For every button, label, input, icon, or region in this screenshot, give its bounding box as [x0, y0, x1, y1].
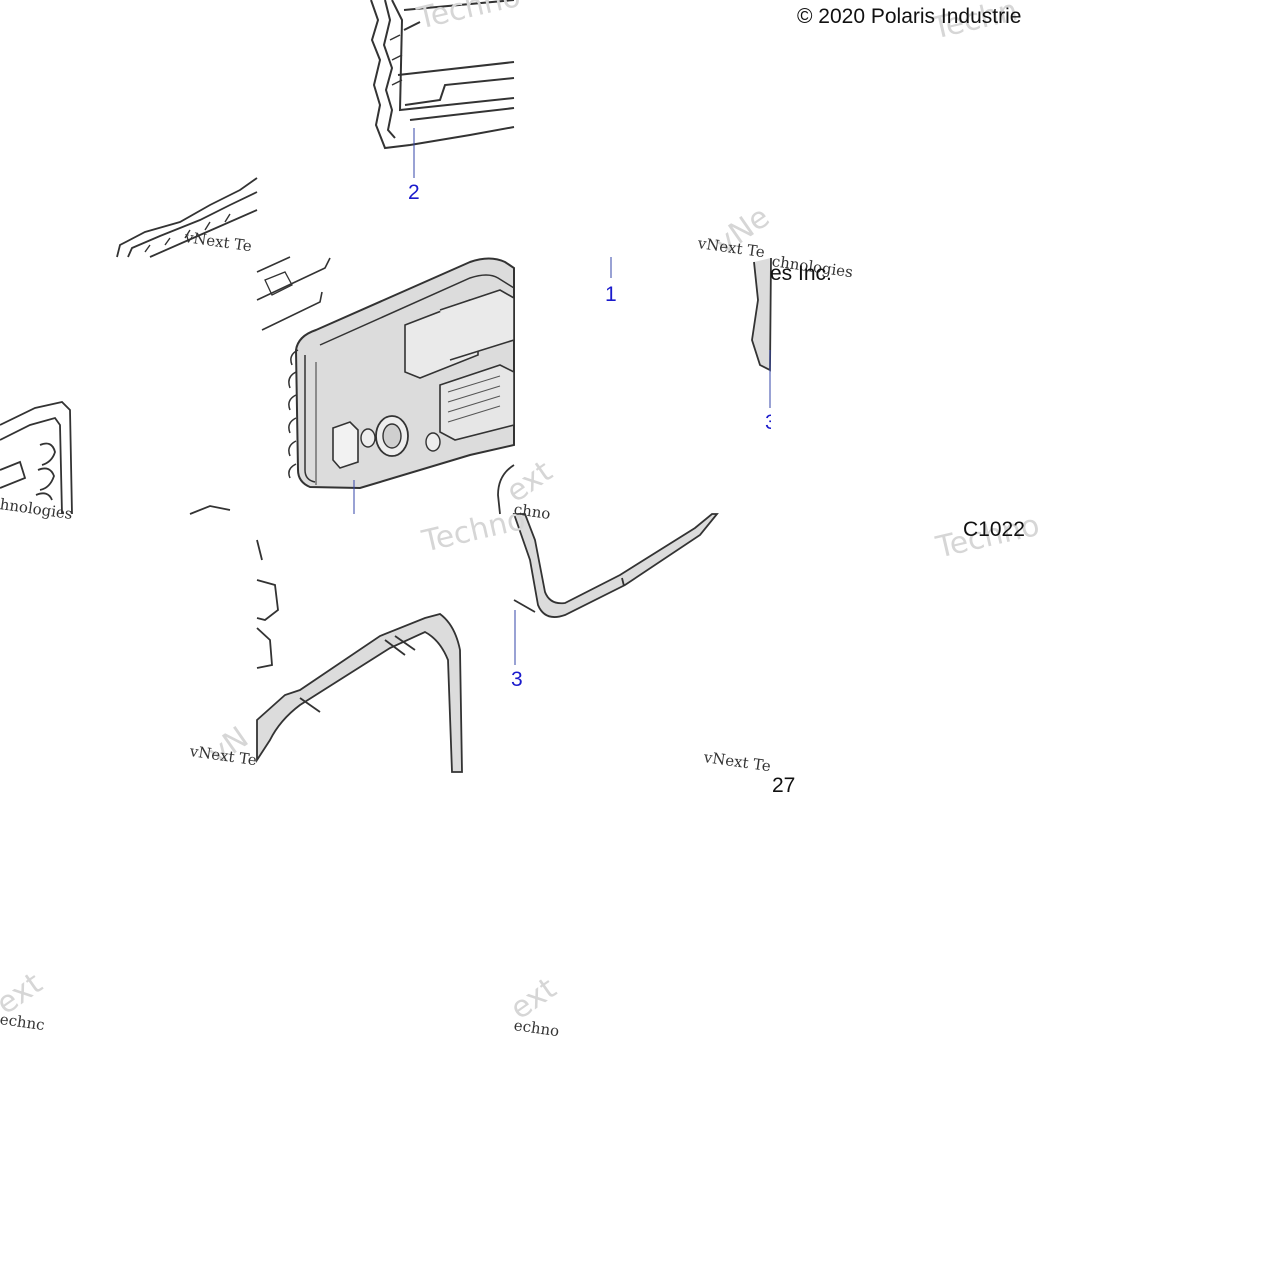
- callout-2: 2: [408, 181, 420, 204]
- callout-3: 3: [765, 412, 771, 433]
- copyright-text-tail: es Inc.: [770, 262, 832, 285]
- lens-part-partial: [751, 257, 772, 372]
- copyright-text: © 2020 Polaris Industrie: [797, 5, 1022, 28]
- page-number: 27: [772, 774, 796, 797]
- gauge-body-part: [256, 256, 515, 490]
- bezel-frame-partial-left: [116, 177, 258, 258]
- figure-id: C1022: [963, 518, 1025, 541]
- callout-3: 3: [511, 668, 523, 691]
- bezel-frame-left-mid: [0, 401, 231, 515]
- mask-region: [0, 1030, 1285, 1285]
- gasket-part: [256, 539, 463, 773]
- lens-outline-part: [497, 464, 719, 618]
- callout-1: 1: [605, 283, 617, 306]
- bezel-frame-part: [370, 0, 515, 150]
